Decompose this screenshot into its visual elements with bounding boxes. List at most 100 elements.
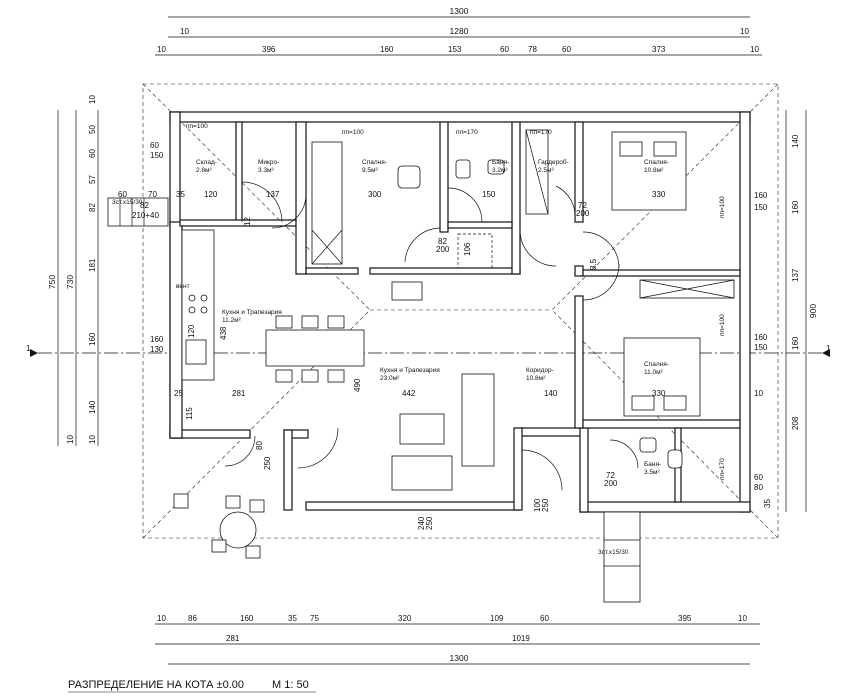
dim-chain-label: 137	[791, 268, 800, 282]
inner-dimension-labels: 60 150 120 137 300 150 330 281 442 140 3…	[150, 141, 666, 530]
axis-marker-left: 1	[26, 344, 31, 353]
inner-dim-label: 120	[204, 190, 218, 199]
inner-dim-label: 240	[417, 516, 426, 530]
dim-chain-label: 160	[88, 332, 97, 346]
dim-chain-label: 10	[157, 45, 166, 54]
dim-detail-label: 35	[763, 499, 772, 508]
dim-bottom-total: 1300	[450, 653, 469, 663]
dim-right-chain: 140 160 137 160 208	[791, 134, 800, 430]
inner-dim-label: 60	[150, 141, 159, 150]
dim-detail-label: 60	[754, 473, 763, 482]
room-area: 3.5м²	[644, 469, 661, 476]
note-label: пп=170	[719, 458, 726, 480]
dim-chain-label: 208	[791, 416, 800, 430]
dim-chain-label: 396	[262, 45, 276, 54]
dim-bottom-left: 281	[226, 634, 240, 643]
dim-chain-label: 109	[490, 614, 504, 623]
dim-chain-label: 373	[652, 45, 666, 54]
walls	[169, 111, 751, 513]
inner-dim-label: 72	[606, 471, 615, 480]
inner-dim-label: 250	[541, 498, 550, 512]
dim-chain-label: 60	[562, 45, 571, 54]
room-area: 10.8м²	[526, 375, 546, 382]
inner-dim-label: 80	[255, 441, 264, 450]
dim-detail-label: 150	[754, 343, 768, 352]
dim-left-inner: 730	[65, 275, 75, 289]
terrace-table-icon	[219, 511, 257, 549]
note-label: пп=100	[186, 123, 208, 130]
dim-detail-label: 10	[754, 389, 763, 398]
dim-chain-label: 60	[500, 45, 509, 54]
inner-dim-label: 150	[150, 151, 164, 160]
inner-dim-label: 281	[232, 389, 246, 398]
dim-top-inner: 1280	[450, 26, 469, 36]
room-name: Баня-	[492, 159, 509, 166]
dim-chain-label: 60	[88, 149, 97, 158]
inner-dim-label: 200	[576, 209, 590, 218]
dining-table-icon	[265, 329, 365, 367]
dim-chain-label: 181	[88, 258, 97, 272]
note-label: 82	[140, 201, 149, 210]
note-label: 70	[148, 190, 157, 199]
room-name: Баня-	[644, 461, 661, 468]
dim-chain-label: 10	[157, 614, 166, 623]
inner-dim-label: 100	[533, 498, 542, 512]
section-axis: 1 1	[26, 344, 831, 357]
note-label: пп=100	[719, 196, 726, 218]
dim-chain-label: 57	[88, 175, 97, 184]
note-label: 3ст.х15/30	[598, 549, 629, 556]
dim-chain-label: 160	[240, 614, 254, 623]
room-name: Спалня-	[644, 361, 669, 368]
dim-bottom-right: 1019	[512, 634, 530, 643]
dim-left-outer: 750	[47, 275, 57, 289]
dim-detail-label: 150	[754, 203, 768, 212]
inner-dim-label: 25	[174, 389, 183, 398]
dim-chain-label: 10	[750, 45, 759, 54]
furniture	[107, 129, 735, 603]
inner-dim-label: 150	[482, 190, 496, 199]
room-name: Кухня и Трапезария	[380, 367, 440, 374]
room-name: Спалня-	[644, 159, 669, 166]
inner-dim-label: 82	[438, 237, 447, 246]
dimension-lines	[57, 16, 807, 665]
room-name: Гардероб-	[538, 158, 569, 166]
dim-chain-label: 75	[310, 614, 319, 623]
dim-chain-label: 160	[380, 45, 394, 54]
dim-chain-label: 140	[791, 134, 800, 148]
note-label: пп=170	[530, 129, 552, 136]
dim-chain-label: 10	[66, 435, 75, 444]
dim-chain-label: 35	[288, 614, 297, 623]
dim-chain-label: 82	[88, 203, 97, 212]
drawing-title: РАЗПРЕДЕЛЕНИЕ НА КОТА ±0.00	[68, 679, 244, 691]
note-label: вент	[176, 283, 190, 290]
dim-top-total: 1300	[450, 6, 469, 16]
inner-dim-label: 200	[604, 479, 618, 488]
inner-dim-label: 250	[263, 456, 272, 470]
room-labels: Склад- 2.8м² Микро- 3.3м² Спалня- 9.5м² …	[196, 158, 669, 476]
dim-right-detail: 160 150 160 150 60 80 35 10	[754, 191, 772, 508]
sink-icon	[487, 159, 505, 175]
room-name: Коридор-	[526, 367, 554, 374]
sofa-icon	[461, 373, 495, 467]
note-label: пп=100	[342, 129, 364, 136]
inner-dim-label: 250	[425, 516, 434, 530]
sofa-icon	[391, 455, 453, 491]
inner-dim-label: 140	[544, 389, 558, 398]
note-label: пп=170	[456, 129, 478, 136]
room-area: 9.5м²	[362, 167, 379, 174]
dim-chain-label: 50	[88, 125, 97, 134]
inner-dim-label: 200	[436, 245, 450, 254]
axis-marker-right: 1	[826, 344, 831, 353]
toilet-icon	[667, 449, 683, 469]
room-area: 23.0м²	[380, 375, 400, 382]
dim-chain-label: 320	[398, 614, 412, 623]
dim-top-end-right: 10	[740, 27, 749, 36]
dim-chain-label: 140	[88, 400, 97, 414]
dim-detail-label: 160	[754, 333, 768, 342]
inner-dim-label: 35	[176, 190, 185, 199]
room-area: 11.0м²	[644, 369, 664, 376]
inner-dim-label: 160	[150, 335, 164, 344]
inner-dim-label: 438	[219, 326, 228, 340]
dim-chain-label: 10	[88, 435, 97, 444]
